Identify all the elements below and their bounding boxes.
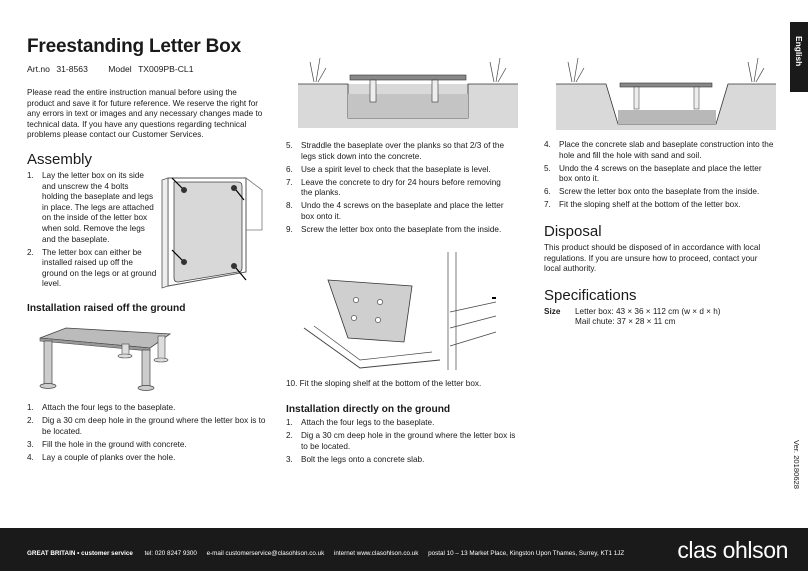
list-item: 4.Lay a couple of planks over the hole. [27,452,176,462]
list-item: 5.Straddle the baseplate over the planks… [286,141,505,161]
footer-country: GREAT BRITAIN • customer service [27,550,133,557]
disposal-heading: Disposal [544,223,602,240]
list-item: 8.Undo the 4 screws on the baseplate and… [286,201,504,222]
list-item: 1.Attach the four legs to the baseplate. [27,403,176,412]
footer-contact: GREAT BRITAIN • customer service tel: 02… [27,550,624,557]
specifications-heading: Specifications [544,287,637,304]
list-item: 3.Fill the hole in the ground with concr… [27,439,187,449]
model-label: Model [108,64,132,74]
footer-tel: tel: 020 8247 9300 [144,550,197,557]
language-tab-label: English [794,36,804,67]
version-label: Ver. 20180628 [792,440,801,489]
ground-steps-continued: 4.Place the concrete slab and baseplate … [544,140,774,214]
page-title: Freestanding Letter Box [27,36,241,57]
clas-ohlson-logo: clas ohlson [677,537,788,563]
spec-letter-box: Letter box: 43 × 36 × 112 cm (w × d × h) [575,307,721,316]
raised-heading: Installation raised off the ground [27,303,186,314]
ground-steps: 1.Attach the four legs to the baseplate.… [286,418,516,468]
list-item: 7.Fit the sloping shelf at the bottom of… [544,200,741,210]
footer-email: e-mail customerservice@clasohlson.co.uk [206,550,325,557]
assembly-steps: 1.Lay the letter box on its side and uns… [27,171,157,293]
list-item: 1.Attach the four legs to the baseplate. [286,418,435,427]
concrete-planks-illustration [298,57,518,128]
ground-heading: Installation directly on the ground [286,404,451,415]
interior-shelf-illustration [303,252,497,370]
art-no-label: Art.no [27,64,50,74]
ground-hole-illustration [556,57,776,130]
art-no-value: 31-8563 [56,64,88,74]
list-item: 10. Fit the sloping shelf at the bottom … [286,379,482,388]
raised-step-10: 10. Fit the sloping shelf at the bottom … [286,379,514,392]
list-item: 6.Use a spirit level to check that the b… [286,164,491,174]
list-item: 7.Leave the concrete to dry for 24 hours… [286,177,501,198]
baseplate-legs-illustration [39,327,172,391]
assembly-heading: Assembly [27,151,93,168]
list-item: 2.Dig a 30 cm deep hole in the ground wh… [286,431,516,451]
article-info: Art.no 31-8563 Model TX009PB-CL1 [27,64,193,74]
intro-text: Please read the entire instruction manua… [27,88,263,140]
footer-internet: internet www.clasohlson.co.uk [334,550,419,557]
list-item: 2.The letter box can either be installed… [27,247,157,289]
raised-steps: 1.Attach the four legs to the baseplate.… [27,403,267,466]
footer-postal: postal 10 – 13 Market Place, Kingston Up… [428,550,625,557]
list-item: 5.Undo the 4 screws on the baseplate and… [544,163,762,184]
spec-mail-chute: Mail chute: 37 × 28 × 11 cm [575,317,676,326]
list-item: 1.Lay the letter box on its side and uns… [27,171,154,244]
letterbox-back-illustration [161,177,263,289]
language-tab: English [790,22,808,92]
raised-steps-continued: 5.Straddle the baseplate over the planks… [286,141,514,238]
footer: GREAT BRITAIN • customer service tel: 02… [0,528,808,571]
disposal-text: This product should be disposed of in ac… [544,243,761,274]
list-item: 9.Screw the letter box onto the baseplat… [286,225,502,235]
list-item: 3.Bolt the legs onto a concrete slab. [286,454,425,464]
list-item: 6.Screw the letter box onto the baseplat… [544,187,760,197]
spec-size-label: Size [544,307,561,316]
list-item: 4.Place the concrete slab and baseplate … [544,140,774,160]
model-value: TX009PB-CL1 [138,64,194,74]
list-item: 2.Dig a 30 cm deep hole in the ground wh… [27,416,266,436]
